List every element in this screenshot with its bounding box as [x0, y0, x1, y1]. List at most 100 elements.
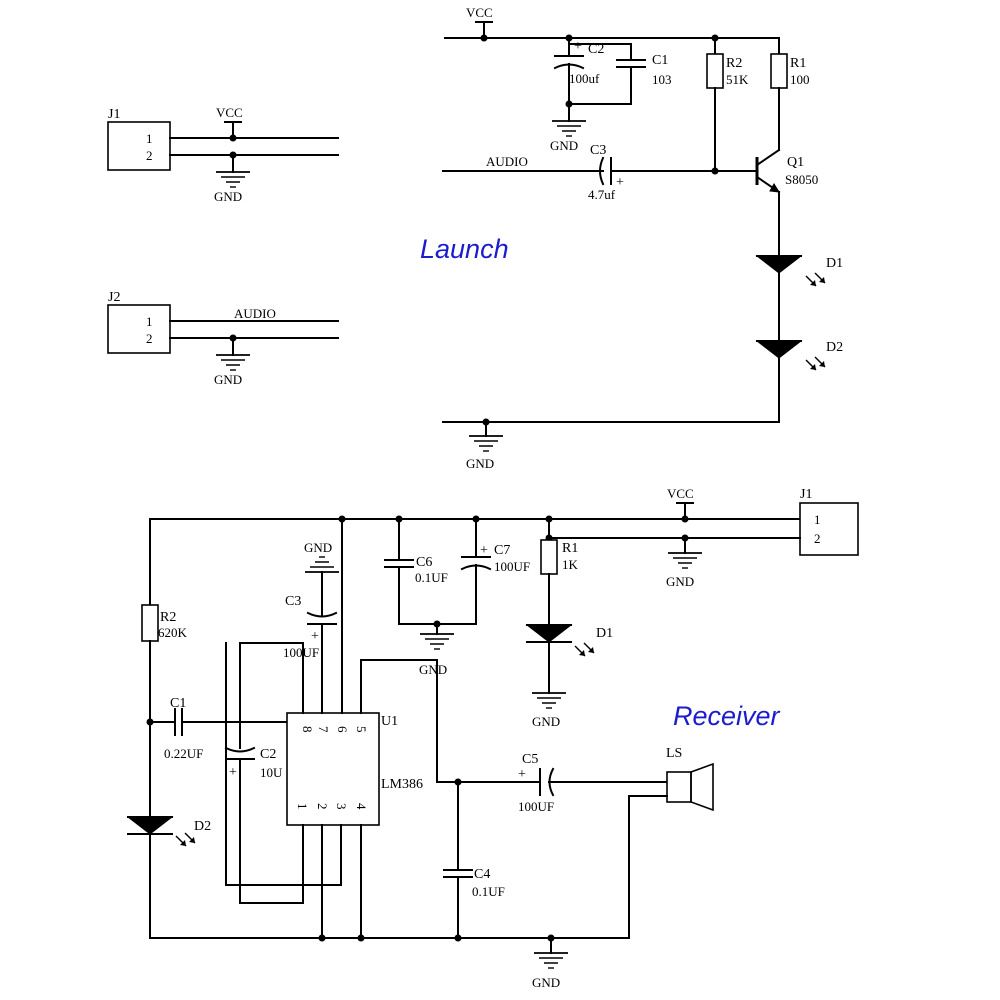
receiver-u1: U1 LM386 8 7 6 5 1 2 3 4	[286, 712, 423, 826]
vcc-label: VCC	[216, 105, 243, 120]
j1-pin2: 2	[146, 148, 153, 163]
launch-title: Launch	[420, 234, 509, 264]
receiver-r1: R1 1K	[540, 518, 579, 626]
c2-value: 100uf	[569, 71, 600, 86]
rx-c2-value: 10U	[260, 765, 283, 780]
emission-arrows-icon	[574, 642, 595, 657]
receiver-c2: C2 + 10U	[224, 746, 283, 904]
rx-c1-value: 0.22UF	[164, 746, 203, 761]
emission-arrows-icon	[175, 832, 196, 847]
ground-icon	[667, 552, 703, 569]
rx-c6-ref: C6	[416, 555, 432, 570]
receiver-d1: D1 GND	[525, 624, 613, 729]
rx-c2-plate-minus	[224, 746, 256, 753]
c2-ref: C2	[588, 42, 604, 57]
receiver-c7: + C7 100UF	[460, 518, 530, 625]
ground-icon	[215, 171, 251, 188]
launch-c2: + C2 100uf	[553, 37, 604, 105]
rx-j1-ref: J1	[800, 487, 812, 502]
r2-value: 51K	[726, 72, 749, 87]
rx-d2-ref: D2	[194, 819, 211, 834]
j1-pin1: 1	[146, 131, 153, 146]
ground-icon	[533, 952, 569, 969]
u1-ref: U1	[381, 714, 398, 729]
ls-ref: LS	[666, 746, 682, 761]
junction-dot	[681, 515, 689, 523]
u1-value: LM386	[381, 777, 423, 792]
speaker-icon	[666, 771, 692, 803]
j1-body	[107, 121, 171, 171]
rx-r2-ref: R2	[160, 610, 176, 625]
audio-label: AUDIO	[234, 306, 276, 321]
c3-ref: C3	[590, 143, 606, 158]
c1-ref: C1	[652, 53, 668, 68]
c3-plus: +	[616, 175, 624, 190]
j1-ref: J1	[108, 107, 120, 122]
rx-c5-plus: +	[518, 767, 526, 782]
u1-pin8: 8	[300, 726, 315, 733]
gnd-label: GND	[532, 975, 560, 990]
rx-r1-ref: R1	[562, 541, 578, 556]
rx-c4-ref: C4	[474, 867, 490, 882]
launch-c1: C1 103	[568, 43, 672, 105]
receiver-c3: GND C3 + 100UF	[283, 540, 340, 714]
u1-pin1: 1	[295, 803, 310, 810]
ground-icon	[468, 435, 504, 452]
receiver-connector-j1: J1 1 2 GND	[548, 487, 859, 589]
rx-c7-value: 100UF	[494, 559, 530, 574]
q1-value: S8050	[785, 172, 818, 187]
receiver-c1: C1 0.22UF	[149, 696, 288, 761]
r2-body	[706, 53, 724, 89]
rx-c7-plus: +	[480, 543, 488, 558]
c2-plus: +	[574, 39, 582, 54]
d2-ref: D2	[826, 340, 843, 355]
emission-arrows-icon	[805, 272, 826, 287]
launch-d2: D2	[755, 340, 843, 423]
receiver-circuit: VCC J1 1 2 GND R2 620K	[126, 486, 859, 990]
connector-j1: J1 1 2 VCC GND	[107, 105, 339, 204]
ground-icon	[304, 556, 340, 573]
rx-j1-pin1: 1	[814, 512, 821, 527]
rx-j1-body	[799, 502, 859, 556]
c3-value: 4.7uf	[588, 187, 616, 202]
rx-c3-value: 100UF	[283, 645, 319, 660]
rx-c3-plus: +	[311, 629, 319, 644]
gnd-label: GND	[214, 189, 242, 204]
rx-c5-value: 100UF	[518, 799, 554, 814]
launch-audio-label: AUDIO	[486, 154, 528, 169]
speaker-cone-icon	[690, 762, 714, 812]
ground-icon	[215, 354, 251, 371]
j2-ref: J2	[108, 290, 120, 305]
rx-d2-body	[126, 816, 174, 835]
u1-pin6: 6	[335, 726, 350, 733]
rx-c7-ref: C7	[494, 543, 510, 558]
c3-plate-minus	[599, 156, 605, 186]
u1-body	[286, 712, 380, 826]
receiver-title: Receiver	[673, 701, 781, 731]
launch-vcc-label: VCC	[466, 5, 493, 20]
q1-ref: Q1	[787, 155, 804, 170]
receiver-vcc-label: VCC	[667, 486, 694, 501]
u1-pin2: 2	[315, 803, 330, 810]
rx-c5-ref: C5	[522, 752, 538, 767]
j2-pin2: 2	[146, 331, 153, 346]
launch-q1: Q1 S8050	[755, 148, 818, 194]
rx-c3-ref: C3	[285, 594, 301, 609]
junction-dot	[480, 34, 488, 42]
rx-r2-body	[141, 604, 159, 642]
r1-value: 100	[790, 72, 810, 87]
rx-c1-ref: C1	[170, 696, 186, 711]
receiver-c4: C4 0.1UF	[443, 781, 505, 939]
emission-arrows-icon	[805, 356, 826, 371]
c1-value: 103	[652, 72, 672, 87]
rx-c6-value: 0.1UF	[415, 570, 448, 585]
receiver-speaker: LS	[628, 746, 714, 939]
d2-body	[755, 340, 803, 359]
u1-pin5: 5	[354, 726, 369, 733]
launch-r1: R1 100	[770, 37, 810, 151]
r1-body	[770, 53, 788, 89]
rx-r2-value: 620K	[158, 625, 188, 640]
d1-ref: D1	[826, 256, 843, 271]
